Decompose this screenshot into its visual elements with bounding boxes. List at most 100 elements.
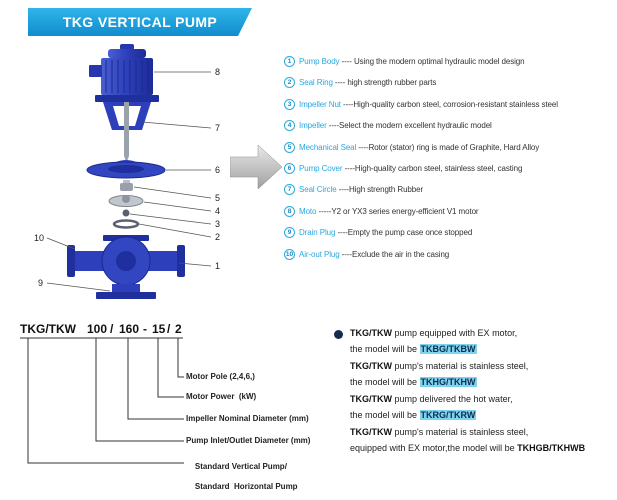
notes-bullet-icon — [334, 330, 343, 339]
part-number-badge: 8 — [284, 205, 295, 217]
part-separator: ---- — [335, 228, 348, 238]
part-description: Exclude the air in the casing — [352, 249, 450, 259]
note-prefix: TKG/TKW — [350, 328, 392, 338]
model-label-inlet-outlet: Pump Inlet/Outlet Diameter (mm) — [186, 436, 311, 445]
note-prefix: TKG/TKW — [350, 361, 392, 371]
note-model-code: TKHGB/TKHWB — [517, 442, 586, 453]
pump-body-illustration — [67, 235, 185, 299]
model-code-motor-pole: 2 — [175, 322, 182, 336]
note-model-code: TKHG/TKHW — [419, 376, 477, 387]
model-code-connector-lines — [20, 337, 184, 464]
model-label-motor-power: Motor Power (kW) — [186, 392, 257, 401]
callout-number-1: 1 — [215, 261, 220, 271]
note-text: pump delivered the hot water, — [392, 394, 513, 404]
part-name: Drain Plug — [299, 228, 336, 238]
callout-number-3: 3 — [215, 219, 220, 229]
callout-number-2: 2 — [215, 232, 220, 242]
note-prefix: TKG/TKW — [350, 394, 392, 404]
right-arrow-icon — [230, 144, 283, 190]
part-name: Impeller — [299, 121, 327, 131]
model-code-slash: / — [110, 322, 114, 336]
note-stainless: TKG/TKW pump's material is stainless ste… — [350, 359, 612, 390]
part-item: 8 Moto -----Y2 or YX3 series energy-effic… — [284, 205, 558, 217]
part-name: Pump Body — [299, 57, 340, 66]
page-title: TKG VERTICAL PUMP — [62, 14, 218, 30]
note-ex-motor: TKG/TKW pump equipped with EX motor, the… — [350, 326, 612, 357]
note-text: the model will be — [350, 376, 420, 387]
part-separator: ---- — [332, 78, 348, 88]
callout-number-4: 4 — [215, 206, 220, 216]
part-separator: ---- — [326, 121, 340, 131]
part-separator: ---- — [342, 163, 355, 173]
shaft-illustration — [124, 102, 129, 156]
model-code-slash2: / — [167, 322, 171, 336]
part-number-badge: 9 — [284, 227, 295, 239]
part-description: Select the modern excellent hydraulic mo… — [339, 121, 492, 131]
note-model-code: TKRG/TKRW — [419, 409, 477, 420]
callout-lines — [46, 71, 212, 292]
note-prefix: TKG/TKW — [350, 427, 392, 437]
model-label-pump-type-line1: Standard Vertical Pump/ — [194, 462, 287, 471]
page-title-banner: TKG VERTICAL PUMP — [28, 8, 252, 36]
note-model-code: TKBG/TKBW — [419, 343, 477, 354]
mechanical-seal-illustration — [120, 180, 133, 191]
callout-number-9: 9 — [38, 278, 43, 288]
part-number-badge: 5 — [284, 141, 295, 153]
note-text: the model will be — [350, 409, 420, 420]
model-variant-notes: TKG/TKW pump equipped with EX motor, the… — [350, 326, 612, 458]
note-text: equipped with EX motor,the model will be — [350, 442, 518, 453]
note-text: pump's material is stainless steel, — [392, 361, 529, 371]
part-number-badge: 4 — [284, 120, 295, 132]
part-name: Pump Cover — [299, 163, 343, 173]
part-item: 4 Impeller ----Select the modern excellen… — [284, 120, 558, 132]
note-text: the model will be — [350, 343, 420, 354]
callout-number-5: 5 — [215, 193, 220, 203]
seal-ring-illustration — [112, 219, 140, 229]
model-code-inlet-diameter: 100 — [87, 322, 108, 336]
part-number-badge: 3 — [284, 98, 295, 110]
parts-list: 1 Pump Body ---- Using the modern optimal… — [284, 56, 558, 260]
part-separator: ----- — [316, 206, 332, 216]
part-description: High-quality carbon steel, corrosion-res… — [353, 99, 558, 109]
part-separator: ---- — [340, 99, 354, 109]
part-number-badge: 1 — [284, 56, 295, 67]
part-description: Rotor (stator) ring is made of Graphite,… — [368, 142, 540, 152]
part-number-badge: 10 — [284, 248, 295, 260]
model-code-impeller-diameter: 160 — [119, 322, 140, 336]
pump-cover-illustration — [86, 160, 166, 179]
callout-number-6: 6 — [215, 165, 220, 175]
pump-exploded-diagram: 8 7 6 5 4 3 2 10 1 9 — [34, 44, 220, 299]
model-code-series: TKG/TKW — [20, 322, 76, 336]
callout-number-8: 8 — [215, 67, 220, 77]
part-description: high strength rubber parts — [347, 78, 437, 88]
part-name: Air-out Plug — [299, 249, 340, 259]
model-label-pump-type-line2: Standard Horizontal Pump — [194, 482, 298, 491]
model-label-impeller-diameter: Impeller Nominal Diameter (mm) — [186, 414, 309, 423]
part-item: 1 Pump Body ---- Using the modern optimal… — [284, 56, 558, 67]
note-hot-water: TKG/TKW pump delivered the hot water, th… — [350, 392, 612, 423]
part-description: Y2 or YX3 series energy-efficient V1 mot… — [331, 206, 479, 216]
part-item: 9 Drain Plug ----Empty the pump case once… — [284, 227, 558, 239]
part-separator: ---- — [339, 57, 354, 66]
part-description: High strength Rubber — [348, 185, 424, 195]
part-description: Using the modern optimal hydraulic model… — [353, 57, 525, 66]
part-name: Seal Circle — [299, 185, 337, 195]
part-separator: ---- — [339, 249, 352, 259]
note-stainless-ex: TKG/TKW pump's material is stainless ste… — [350, 425, 612, 456]
part-item: 10 Air-out Plug ----Exclude the air in th… — [284, 248, 558, 260]
part-description: Empty the pump case once stopped — [347, 228, 473, 238]
model-code-motor-power: 15 — [152, 322, 166, 336]
model-label-motor-pole: Motor Pole (2,4,6,) — [186, 372, 255, 381]
motor-illustration — [89, 44, 159, 102]
model-label-pump-type: Standard Vertical Pump/ Standard Horizon… — [186, 452, 298, 500]
part-separator: ---- — [356, 142, 369, 152]
part-name: Moto — [299, 206, 317, 216]
impeller-illustration — [108, 195, 144, 207]
note-text: pump equipped with EX motor, — [392, 328, 518, 338]
part-separator: ---- — [336, 185, 349, 195]
part-name: Seal Ring — [299, 78, 333, 88]
